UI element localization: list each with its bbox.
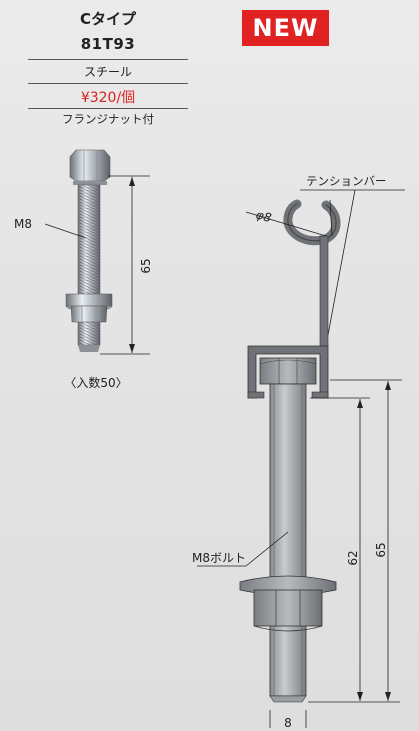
drawing-bolt-shaft bbox=[269, 383, 307, 703]
drawing-bolt-head bbox=[259, 357, 317, 385]
note: フランジナット付 bbox=[62, 112, 154, 126]
length-label: 65 bbox=[139, 258, 153, 273]
width-label: 8 bbox=[284, 716, 292, 730]
flange-nut bbox=[65, 293, 113, 323]
dimension-62 bbox=[308, 397, 400, 703]
tension-bar-label: テンションバー bbox=[306, 174, 387, 188]
length-dimension bbox=[100, 175, 150, 355]
new-badge: NEW bbox=[242, 10, 329, 46]
dim-62-label: 62 bbox=[346, 550, 360, 565]
divider bbox=[28, 108, 188, 109]
tension-bar-leader bbox=[300, 189, 405, 336]
bolt-size-label: M8 bbox=[14, 217, 32, 231]
width-dimension bbox=[269, 710, 307, 728]
type-name: Cタイプ bbox=[79, 10, 136, 28]
divider bbox=[28, 59, 188, 60]
model-number: 81T93 bbox=[80, 35, 136, 53]
drawing-flange-nut bbox=[239, 575, 337, 632]
material: スチール bbox=[83, 65, 132, 79]
dim-65-label: 65 bbox=[374, 542, 388, 557]
quantity: 〈入数50〉 bbox=[64, 376, 128, 390]
diameter-label: φ8 bbox=[254, 207, 273, 225]
bolt-label: M8ボルト bbox=[192, 551, 246, 565]
bolt-leader-diagonal bbox=[245, 531, 289, 567]
tension-bar bbox=[247, 199, 341, 399]
dimension-65 bbox=[330, 379, 402, 701]
price: ¥320/個 bbox=[80, 90, 136, 106]
diameter-dimension bbox=[245, 199, 333, 237]
divider bbox=[28, 83, 188, 84]
bolt-head bbox=[69, 149, 111, 185]
